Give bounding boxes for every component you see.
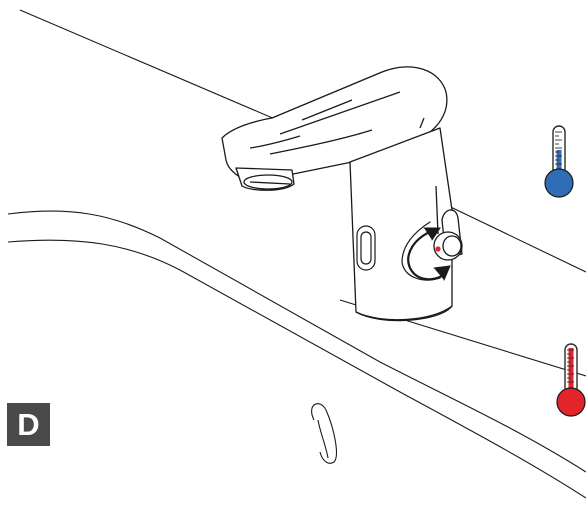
overflow-drain: [312, 404, 337, 464]
thermometer-hot-icon: [557, 344, 585, 416]
sensor-window: [357, 226, 375, 270]
basin-rim: [8, 211, 586, 498]
step-label: D: [7, 403, 50, 446]
thermometer-cold-icon: [545, 126, 573, 197]
